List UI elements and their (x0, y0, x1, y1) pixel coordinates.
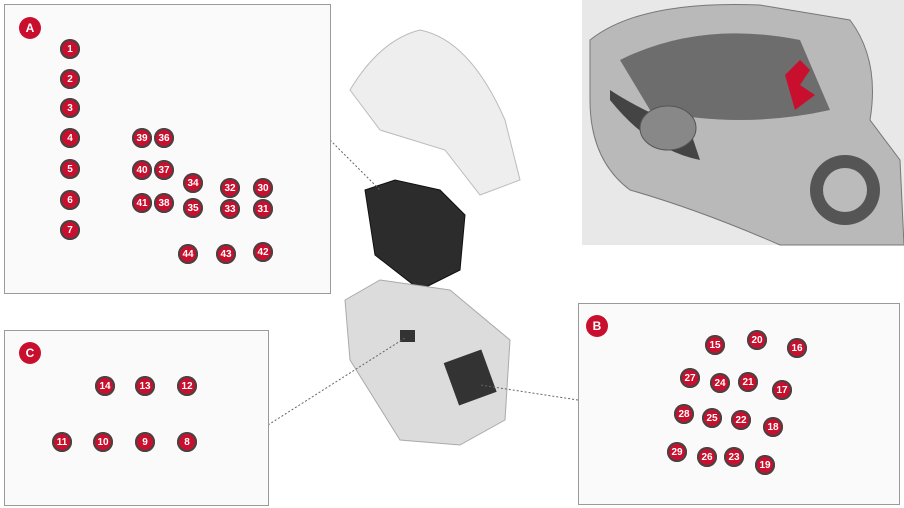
fuse: 36 (154, 128, 174, 148)
fuse: 6 (60, 190, 80, 210)
fuse: 31 (253, 199, 273, 219)
fuse: 40 (132, 160, 152, 180)
fuse: 38 (154, 193, 174, 213)
fuse: 13 (135, 376, 155, 396)
fuse: 33 (220, 199, 240, 219)
fuse: 44 (178, 244, 198, 264)
fuse: 24 (710, 373, 730, 393)
panel-a (4, 4, 331, 294)
fuse: 39 (132, 128, 152, 148)
fuse: 22 (731, 410, 751, 430)
fuse: 5 (60, 159, 80, 179)
fuse: 43 (216, 244, 236, 264)
fuse: 29 (667, 442, 687, 462)
fuse: 25 (702, 408, 722, 428)
fuse-box-cover-illustration (349, 29, 521, 196)
fuse: 15 (705, 335, 725, 355)
panel-a-label: A (19, 17, 41, 39)
fuse: 9 (135, 432, 155, 452)
fuse: 3 (60, 98, 80, 118)
fuse: 18 (763, 417, 783, 437)
leader-lines (267, 139, 579, 426)
fuse: 27 (680, 368, 700, 388)
fuse: 17 (772, 380, 792, 400)
fuse: 20 (747, 330, 767, 350)
fuse-box-base-illustration (344, 279, 511, 446)
fuse: 28 (674, 404, 694, 424)
fuse: 12 (177, 376, 197, 396)
fuse: 16 (787, 338, 807, 358)
fuse: 19 (755, 455, 775, 475)
fuse: 2 (60, 69, 80, 89)
fuse: 14 (95, 376, 115, 396)
panel-c-label: C (19, 342, 41, 364)
fuse: 42 (253, 242, 273, 262)
fuse: 32 (220, 178, 240, 198)
fuse: 30 (253, 178, 273, 198)
fuse: 23 (724, 447, 744, 467)
panel-b-label: B (586, 315, 608, 337)
fuse: 4 (60, 128, 80, 148)
fuse: 1 (60, 39, 80, 59)
fuse: 7 (60, 220, 80, 240)
panel-b (578, 303, 900, 505)
fuse: 26 (697, 447, 717, 467)
fuse: 35 (183, 198, 203, 218)
fuse: 11 (52, 432, 72, 452)
fuse: 8 (177, 432, 197, 452)
fuse: 34 (183, 173, 203, 193)
fuse: 10 (93, 432, 113, 452)
fuse: 21 (738, 372, 758, 392)
panel-c (4, 330, 269, 506)
fuse: 37 (154, 160, 174, 180)
fuse: 41 (132, 193, 152, 213)
car-photo (582, 0, 904, 246)
